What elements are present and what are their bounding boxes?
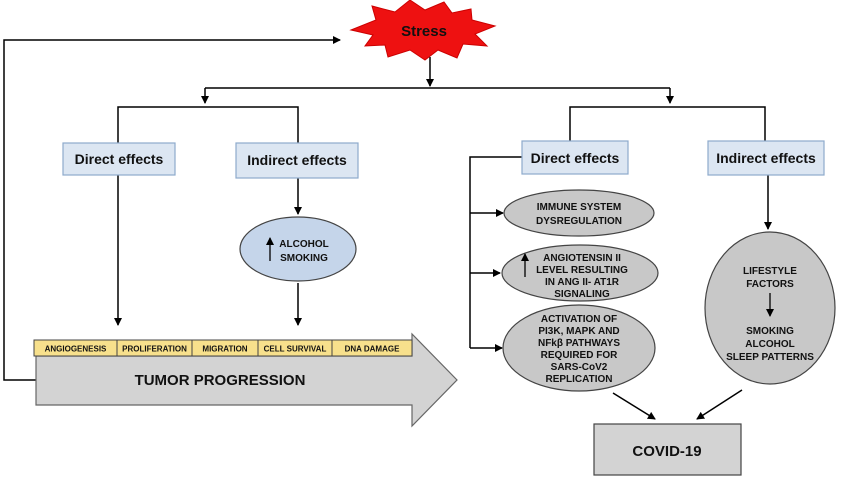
covid-direct-effects-label: Direct effects	[531, 150, 620, 166]
activation-line-2: PI3K, MAPK AND	[538, 326, 619, 337]
tumor-direct-effects-label: Direct effects	[75, 151, 164, 167]
tumor-indirect-effects-box: Indirect effects	[235, 142, 359, 179]
stress-label: Stress	[401, 23, 447, 40]
hallmark-label: ANGIOGENESIS	[45, 345, 107, 354]
tumor-branch-bracket	[117, 106, 299, 143]
covid-box	[593, 423, 742, 476]
lifestyle-line-1: LIFESTYLE	[743, 266, 797, 277]
activation-line-3: NFkβ PATHWAYS	[538, 338, 620, 349]
tumor-progression-label: TUMOR PROGRESSION	[135, 372, 306, 389]
alcohol-smoking-node: ALCOHOL SMOKING	[239, 216, 357, 282]
covid-direct-bracket	[469, 156, 522, 348]
alcohol-label: ALCOHOL	[279, 239, 328, 250]
lifestyle-line-2: FACTORS	[746, 279, 794, 290]
tumor-direct-effects-box: Direct effects	[62, 142, 176, 176]
lifestyle-to-covid-arrow	[696, 389, 743, 420]
hallmark-cell	[331, 339, 413, 357]
activation-line-5: SARS-CoV2	[551, 362, 608, 373]
smoking-label: SMOKING	[280, 253, 328, 264]
activation-to-covid-arrow	[612, 392, 656, 420]
immune-line-1: IMMUNE SYSTEM	[537, 202, 621, 213]
hallmark-label: PROLIFERATION	[122, 345, 187, 354]
angiotensin-line-2: LEVEL RESULTING	[536, 265, 628, 276]
hallmark-label: CELL SURVIVAL	[264, 345, 327, 354]
activation-line-1: ACTIVATION OF	[541, 314, 617, 325]
covid-branch-bracket	[569, 106, 766, 143]
stress-node: Stress	[349, 0, 497, 61]
immune-line-2: DYSREGULATION	[536, 216, 622, 227]
activation-node: ACTIVATION OF PI3K, MAPK AND NFkβ PATHWA…	[502, 304, 656, 392]
angiotensin-oval	[501, 244, 659, 302]
alcohol-smoking-oval	[239, 216, 357, 282]
activation-line-6: REPLICATION	[545, 374, 612, 385]
covid-indirect-effects-box: Indirect effects	[707, 140, 825, 176]
angiotensin-line-4: SIGNALING	[554, 289, 610, 300]
covid-label: COVID-19	[632, 443, 701, 460]
activation-oval	[502, 304, 656, 392]
hallmarks-bar: ANGIOGENESIS PROLIFERATION MIGRATION CELL S…	[33, 339, 413, 357]
hallmark-label: MIGRATION	[202, 345, 247, 354]
immune-dysregulation-oval	[503, 189, 655, 237]
lifestyle-node: LIFESTYLE FACTORS SMOKING ALCOHOL SLEEP …	[704, 231, 836, 385]
angiotensin-node: ANGIOTENSIN II LEVEL RESULTING IN ANG II…	[501, 244, 659, 302]
angiotensin-line-3: IN ANG II- AT1R	[545, 277, 620, 288]
hallmark-label: DNA DAMAGE	[345, 345, 400, 354]
immune-dysregulation-node: IMMUNE SYSTEM DYSREGULATION	[503, 189, 655, 237]
covid-indirect-effects-label: Indirect effects	[716, 150, 816, 166]
tumor-indirect-effects-label: Indirect effects	[247, 152, 347, 168]
lifestyle-item-alcohol: ALCOHOL	[745, 339, 794, 350]
angiotensin-line-1: ANGIOTENSIN II	[543, 253, 621, 264]
stress-starburst	[349, 0, 497, 61]
feedback-loop-arrow	[3, 36, 341, 381]
connectors	[3, 36, 772, 420]
lifestyle-item-sleep: SLEEP PATTERNS	[726, 352, 814, 363]
activation-line-4: REQUIRED FOR	[541, 350, 618, 361]
tumor-progression-arrow: ANGIOGENESIS PROLIFERATION MIGRATION CELL S…	[33, 332, 458, 428]
covid-node: COVID-19	[593, 423, 742, 476]
lifestyle-item-smoking: SMOKING	[746, 326, 794, 337]
covid-direct-effects-box: Direct effects	[521, 140, 629, 175]
